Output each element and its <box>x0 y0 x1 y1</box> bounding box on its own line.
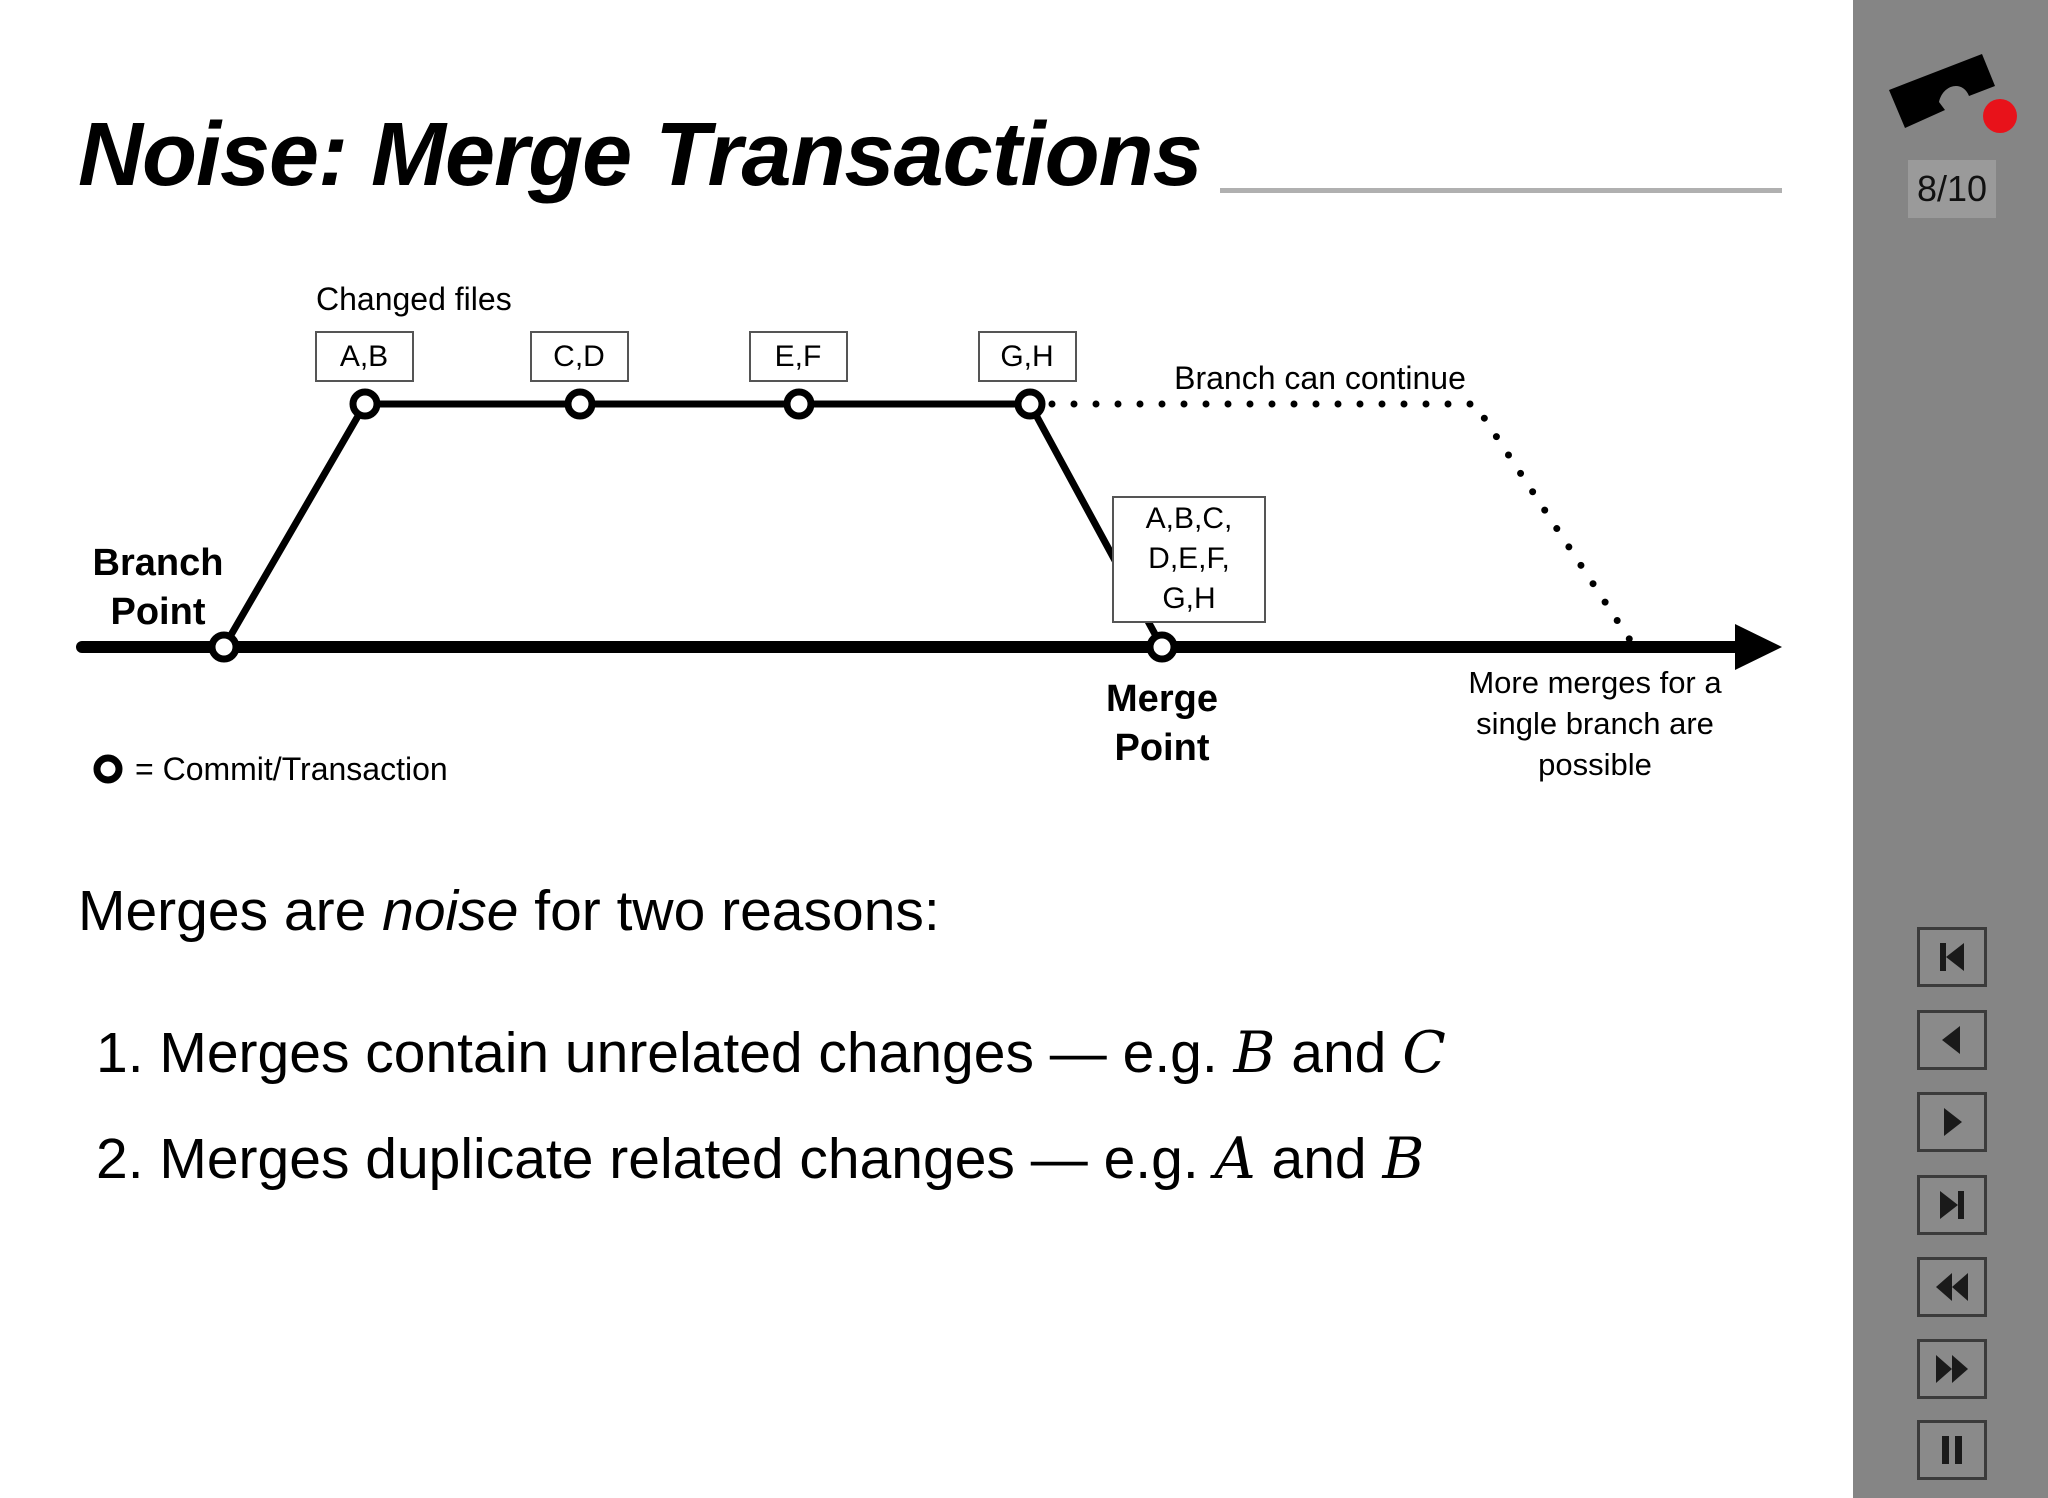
first-page-icon <box>1940 943 1964 971</box>
math-variable: C <box>1402 1020 1446 1086</box>
page-counter: 8/10 <box>1908 160 1996 218</box>
reason-item: 2. Merges duplicate related changes — e.… <box>96 1126 1424 1192</box>
branch-can-continue-label: Branch can continue <box>1174 360 1466 396</box>
next-icon <box>1944 1108 1962 1136</box>
math-variable: B <box>1382 1126 1425 1192</box>
title-rule <box>1220 188 1782 193</box>
first-page-button[interactable] <box>1917 927 1987 987</box>
next-button[interactable] <box>1917 1092 1987 1152</box>
legend-commit-icon <box>93 754 123 784</box>
reason-text: 2. Merges duplicate related changes — e.… <box>96 1127 1215 1191</box>
fast-forward-button[interactable] <box>1917 1339 1987 1399</box>
commit-gh <box>1014 388 1046 420</box>
feature-branch-line <box>220 400 1166 649</box>
commit-branch-point <box>208 631 240 663</box>
branch-merge-diagram: Changed files A,B C,D E,F G,H Branch can… <box>76 281 1782 787</box>
more-merges-line-1: More merges for a <box>1468 665 1722 700</box>
timeline-arrowhead <box>1735 624 1782 670</box>
presentation-sidebar: 8/10 <box>1853 0 2048 1498</box>
file-box-cd <box>530 331 629 382</box>
file-box-cd-label: C,D <box>553 340 605 373</box>
file-box-ef <box>749 331 848 382</box>
commit-ab <box>349 388 381 420</box>
intro-before: Merges are <box>78 879 383 943</box>
intro-emphasis: noise <box>382 879 519 943</box>
reason-text: 1. Merges contain unrelated changes — e.… <box>96 1021 1234 1085</box>
merged-files-box <box>1112 496 1266 623</box>
file-box-ab-label: A,B <box>340 340 388 373</box>
rewind-button[interactable] <box>1917 1257 1987 1317</box>
reason-conjunction: and <box>1255 1127 1383 1191</box>
commit-merge-point <box>1146 631 1178 663</box>
more-merges-line-2: single branch are <box>1476 706 1714 741</box>
slide: Noise: Merge Transactions Changed files … <box>76 105 1782 1192</box>
last-page-button[interactable] <box>1917 1175 1987 1235</box>
commit-cd <box>564 388 596 420</box>
changed-files-label: Changed files <box>316 281 512 317</box>
merged-files-line-1: A,B,C, <box>1146 502 1233 535</box>
branch-point-label-2: Point <box>111 591 206 633</box>
rewind-icon <box>1936 1273 1968 1301</box>
commit-ef <box>783 388 815 420</box>
legend-label: = Commit/Transaction <box>135 751 448 787</box>
math-variable: A <box>1214 1126 1256 1192</box>
merged-files-line-3: G,H <box>1162 582 1215 615</box>
file-box-gh <box>978 331 1077 382</box>
previous-button[interactable] <box>1917 1010 1987 1070</box>
branch-point-label-1: Branch <box>93 542 224 584</box>
previous-icon <box>1942 1026 1960 1054</box>
fast-forward-icon <box>1936 1355 1968 1383</box>
pause-icon <box>1942 1436 1962 1464</box>
reason-conjunction: and <box>1275 1021 1403 1085</box>
logo-icon <box>1889 54 2017 133</box>
merge-point-label-2: Point <box>1115 727 1210 769</box>
last-page-icon <box>1940 1191 1964 1219</box>
file-box-ab <box>315 331 414 382</box>
pause-button[interactable] <box>1917 1420 1987 1480</box>
more-merges-line-3: possible <box>1538 747 1652 782</box>
merged-files-line-2: D,E,F, <box>1148 542 1230 575</box>
intro-after: for two reasons: <box>518 879 940 943</box>
slide-title: Noise: Merge Transactions <box>78 105 1203 205</box>
file-box-gh-label: G,H <box>1000 340 1053 373</box>
reason-item: 1. Merges contain unrelated changes — e.… <box>96 1020 1446 1086</box>
file-box-ef-label: E,F <box>775 340 822 373</box>
intro-text: Merges are noise for two reasons: <box>78 878 940 944</box>
merge-point-label-1: Merge <box>1106 678 1218 720</box>
math-variable: B <box>1233 1020 1276 1086</box>
